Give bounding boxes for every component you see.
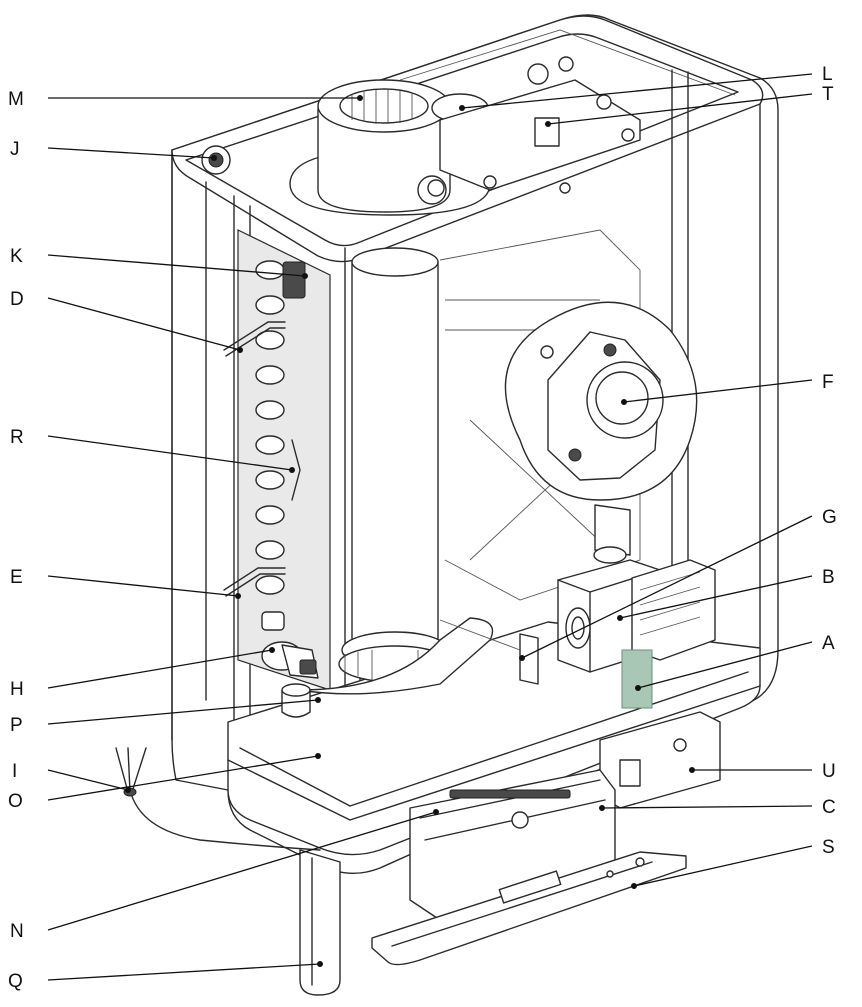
- callout-F: F: [621, 372, 834, 405]
- callout-label-P: P: [10, 715, 23, 736]
- flue-pipe: [299, 247, 494, 695]
- callout-label-C: C: [822, 797, 836, 818]
- callout-label-G: G: [822, 507, 837, 528]
- callout-label-U: U: [822, 761, 836, 782]
- top-module: [439, 56, 641, 194]
- callout-O: O: [8, 753, 321, 812]
- callout-J: J: [10, 139, 217, 161]
- callout-E: E: [10, 567, 241, 599]
- callout-label-M: M: [8, 89, 24, 110]
- callout-I: I: [12, 761, 131, 793]
- callout-label-K: K: [10, 246, 23, 267]
- callout-label-B: B: [822, 567, 835, 588]
- callout-Q: Q: [8, 961, 323, 992]
- callout-G: G: [519, 507, 837, 661]
- callout-C: C: [599, 797, 836, 818]
- boiler-illustration: [115, 14, 779, 996]
- callout-label-O: O: [8, 791, 23, 812]
- callout-K: K: [10, 246, 308, 279]
- callouts: M L T J K D F: [8, 64, 837, 992]
- sensor-wires: [223, 321, 286, 597]
- control-panel: [371, 769, 687, 966]
- callout-label-I: I: [12, 761, 17, 782]
- callout-T: T: [545, 84, 834, 127]
- callout-A: A: [635, 633, 835, 691]
- callout-P: P: [10, 697, 321, 736]
- callout-label-L: L: [822, 64, 833, 85]
- callout-label-E: E: [10, 567, 23, 588]
- callout-label-R: R: [10, 427, 24, 448]
- callout-M: M: [8, 89, 363, 110]
- callout-L: L: [459, 64, 833, 111]
- callout-R: R: [10, 427, 295, 473]
- callout-N: N: [10, 809, 439, 942]
- callout-label-S: S: [822, 837, 835, 858]
- callout-label-T: T: [822, 84, 834, 105]
- fan-assembly: [504, 301, 698, 556]
- heat-exchanger: [237, 229, 331, 691]
- callout-D: D: [10, 289, 243, 353]
- control-box: [599, 711, 721, 809]
- callout-label-F: F: [822, 372, 834, 393]
- callout-label-H: H: [10, 679, 24, 700]
- condensate-pipe: [299, 849, 341, 996]
- callout-label-N: N: [10, 921, 24, 942]
- callout-label-J: J: [10, 139, 20, 160]
- callout-label-A: A: [822, 633, 835, 654]
- callout-S: S: [631, 837, 835, 889]
- callout-H: H: [10, 647, 275, 700]
- callout-B: B: [617, 567, 835, 621]
- callout-label-Q: Q: [8, 971, 23, 992]
- callout-U: U: [689, 761, 836, 782]
- callout-label-D: D: [10, 289, 24, 310]
